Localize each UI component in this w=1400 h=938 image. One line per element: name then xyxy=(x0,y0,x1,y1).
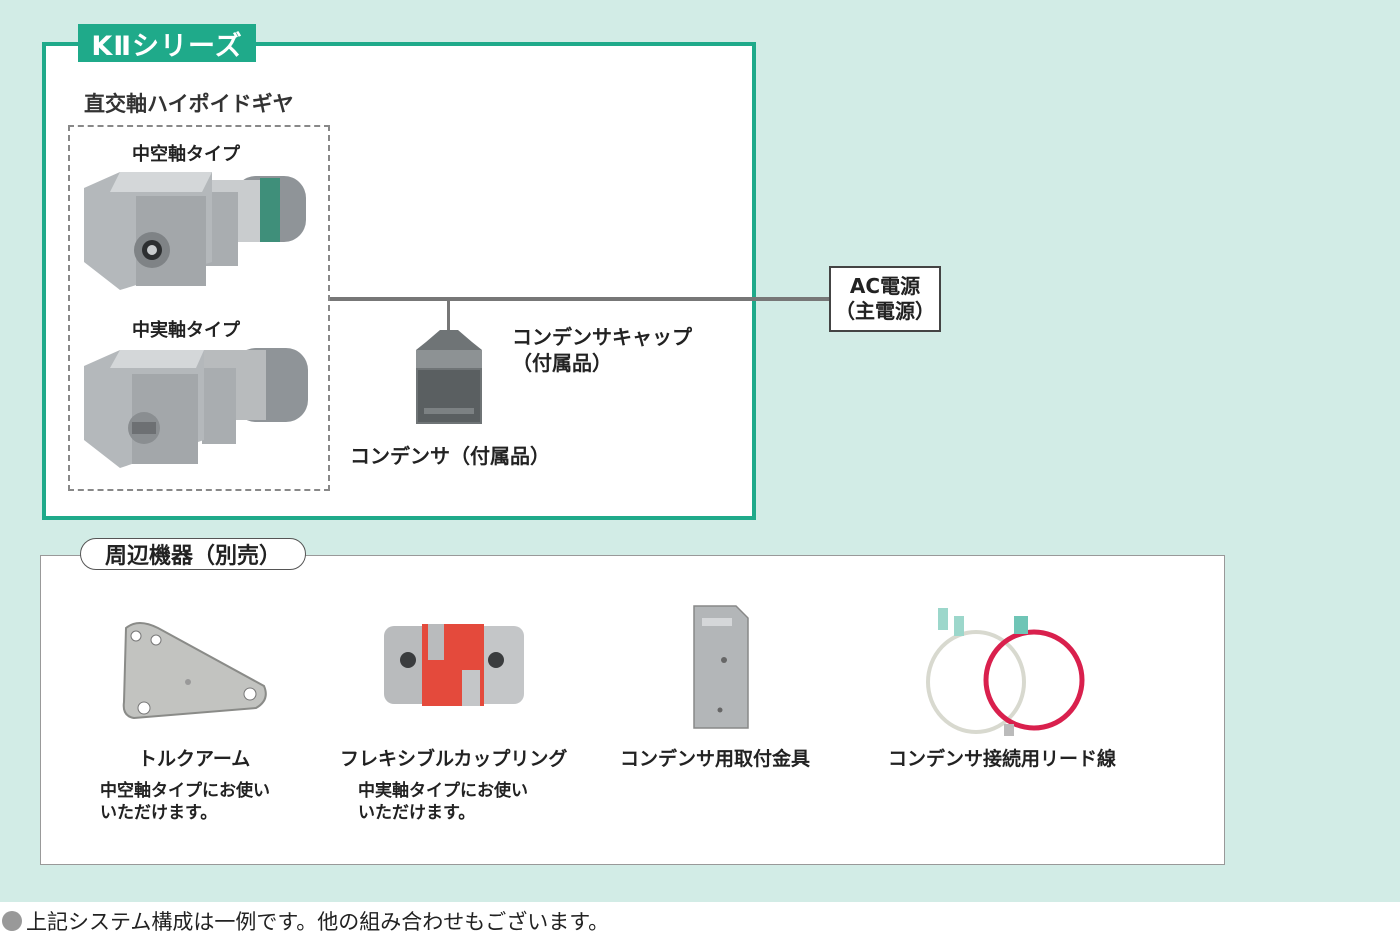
hollow-shaft-label: 中空軸タイプ xyxy=(132,144,240,165)
flexible-coupling-note-line2: いただけます。 xyxy=(358,803,476,823)
flexible-coupling-image xyxy=(384,624,524,706)
capacitor-image xyxy=(416,330,482,424)
ac-power-line2: （主電源） xyxy=(835,299,935,323)
peripherals-title: 周辺機器（別売） xyxy=(80,538,306,570)
series-title: KⅡシリーズ xyxy=(78,24,256,62)
footnote: 上記システム構成は一例です。他の組み合わせもございます。 xyxy=(2,906,609,936)
ac-power-box: AC電源 （主電源） xyxy=(829,266,941,332)
capacitor-bracket-image xyxy=(693,605,749,729)
capacitor-bracket-label: コンデンサ用取付金具 xyxy=(620,748,811,770)
solid-shaft-label: 中実軸タイプ xyxy=(132,320,240,341)
lead-wire-image xyxy=(926,608,1085,736)
footnote-text: 上記システム構成は一例です。他の組み合わせもございます。 xyxy=(26,910,610,934)
capacitor-cap-label-line2: （付属品） xyxy=(512,351,612,375)
torque-arm-label: トルクアーム xyxy=(138,748,251,770)
torque-arm-image xyxy=(122,622,267,720)
gear-type-label: 直交軸ハイポイドギヤ xyxy=(84,92,294,116)
flexible-coupling-note-line1: 中実軸タイプにお使い xyxy=(358,781,528,801)
flexible-coupling-note: 中実軸タイプにお使い いただけます。 xyxy=(358,780,528,824)
flexible-coupling-label: フレキシブルカップリング xyxy=(340,748,568,770)
ac-power-line1: AC電源 xyxy=(849,274,921,298)
gearmotor-group xyxy=(68,125,330,491)
capacitor-cap-label: コンデンサキャップ （付属品） xyxy=(512,324,692,376)
torque-arm-note-line1: 中空軸タイプにお使い xyxy=(100,781,270,801)
capacitor-label: コンデンサ（付属品） xyxy=(350,444,550,468)
lead-wire-label: コンデンサ接続用リード線 xyxy=(888,748,1117,770)
capacitor-cap-label-line1: コンデンサキャップ xyxy=(512,325,692,349)
capacitor-lead xyxy=(447,300,450,332)
bullet-icon xyxy=(2,911,22,931)
power-line xyxy=(330,297,829,301)
torque-arm-note-line2: いただけます。 xyxy=(100,803,218,823)
solid-shaft-motor-image xyxy=(84,348,308,468)
torque-arm-note: 中空軸タイプにお使い いただけます。 xyxy=(100,780,270,824)
hollow-shaft-motor-image xyxy=(84,172,306,290)
